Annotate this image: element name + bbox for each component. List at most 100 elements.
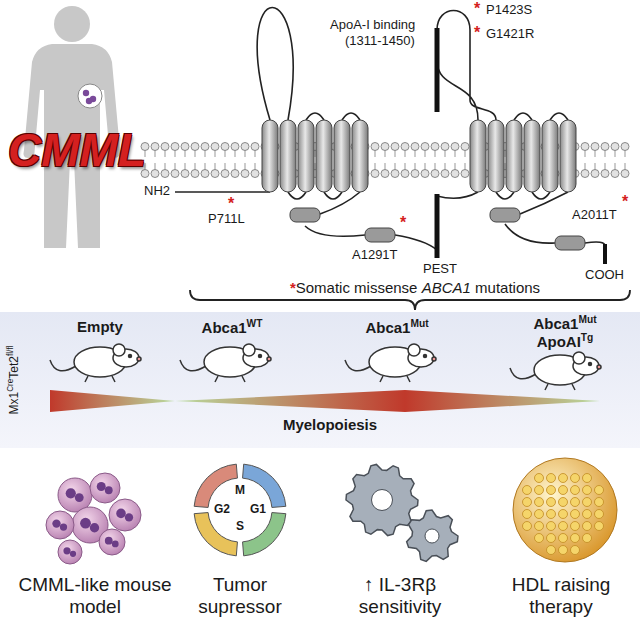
label-group: G1421R [486, 27, 534, 42]
lipid-head [583, 486, 592, 495]
lipid-head [547, 546, 556, 555]
nucleus-lobe [86, 98, 92, 104]
label: * [228, 195, 234, 212]
art-part [50, 360, 76, 371]
nucleus [80, 518, 91, 529]
lipid-head [559, 534, 568, 543]
label-group: * [622, 193, 628, 211]
transmembrane-helix [298, 120, 314, 192]
nucleotide-binding-domain [365, 228, 395, 242]
label: WT [247, 318, 263, 329]
label: M [235, 483, 245, 497]
label-group: Mx1CreTet2fl/fl [6, 346, 22, 415]
lipid-head [559, 546, 568, 555]
label-group: G1 [250, 503, 266, 517]
lipid-head [559, 474, 568, 483]
lipid-head [571, 534, 580, 543]
lipid-head [535, 474, 544, 483]
label-group: Abca1Mut [365, 318, 428, 336]
transmembrane-helix [262, 120, 278, 192]
cell [46, 511, 74, 539]
short-loop [288, 192, 306, 199]
label: * [290, 279, 296, 296]
label-group: A1291T [352, 248, 398, 263]
label: Tet2 [7, 356, 21, 379]
lipid-head [547, 486, 556, 495]
lipid-head [559, 486, 568, 495]
gear-hub [425, 529, 439, 543]
label: * [622, 193, 628, 210]
label-group: PEST [423, 262, 457, 277]
transmembrane-helix [560, 120, 576, 192]
art-part [424, 355, 427, 358]
lipid-head [571, 522, 580, 531]
art-part [597, 365, 601, 369]
label: ABCA1 [422, 279, 471, 296]
label: ↑ IL-3Rβ sensitivity [359, 574, 441, 617]
lipid-head [535, 486, 544, 495]
transmembrane-helix [352, 120, 368, 192]
protein-chain [437, 192, 478, 198]
lipid-head [583, 534, 592, 543]
label: Mx1 [7, 392, 21, 415]
nucleus [97, 482, 106, 491]
label-group: ApoAITg [537, 332, 594, 350]
label: Myelopoiesis [283, 416, 377, 433]
label-group: G2 [214, 503, 230, 517]
gear-hub [372, 490, 393, 511]
transmembrane-helix [524, 120, 540, 192]
lipid-head [535, 498, 544, 507]
art-part [113, 344, 125, 356]
cell [109, 499, 141, 531]
nucleotide-binding-domain [290, 208, 320, 222]
label: mutations [475, 279, 540, 296]
label: Tumor supressor [198, 574, 281, 617]
label-group: A2011T [572, 208, 617, 223]
short-loop [342, 113, 360, 120]
lipid-head [595, 486, 604, 495]
lipid-head [523, 486, 532, 495]
pest-bar [435, 194, 440, 258]
label: Empty [77, 318, 123, 335]
lipid-head [571, 486, 580, 495]
panel-band [0, 312, 640, 448]
label: G1 [250, 502, 266, 516]
label: CMML-like mouse model [18, 574, 171, 617]
human-head [54, 6, 90, 42]
lipid-head [523, 498, 532, 507]
lipid-head [523, 510, 532, 519]
short-loop [514, 113, 532, 120]
cell-cycle-arc [243, 464, 286, 507]
lipid-head [559, 498, 568, 507]
art-part [589, 363, 592, 366]
label: S [236, 519, 244, 533]
transmembrane-helix [542, 120, 558, 192]
short-loop [550, 113, 568, 120]
label: Abca1 [202, 319, 247, 336]
label-group: * [228, 195, 234, 213]
nucleus-lobe [83, 90, 89, 96]
label: P711L [208, 211, 245, 226]
art-part [432, 357, 436, 361]
protein-chain [520, 192, 568, 214]
label-group: ApoA-I binding [330, 18, 415, 33]
extracellular-loop [257, 8, 293, 121]
transmembrane-helix [316, 120, 332, 192]
lipid-head [571, 474, 580, 483]
label: G2 [214, 502, 230, 516]
mouse [180, 344, 271, 382]
mouse [345, 344, 436, 382]
transmembrane-helix [488, 120, 504, 192]
nucleotide-binding-domain [555, 236, 585, 250]
label: Somatic missense [296, 279, 418, 296]
label-group: P711L [208, 212, 245, 227]
lipid-head [571, 498, 580, 507]
mouse [510, 352, 601, 390]
label: * [474, 0, 480, 17]
label: A2011T [572, 207, 617, 222]
art-part [573, 352, 585, 364]
label: Mut [578, 314, 596, 325]
lipid-head [535, 534, 544, 543]
myelopoiesis-wedge [405, 390, 600, 412]
